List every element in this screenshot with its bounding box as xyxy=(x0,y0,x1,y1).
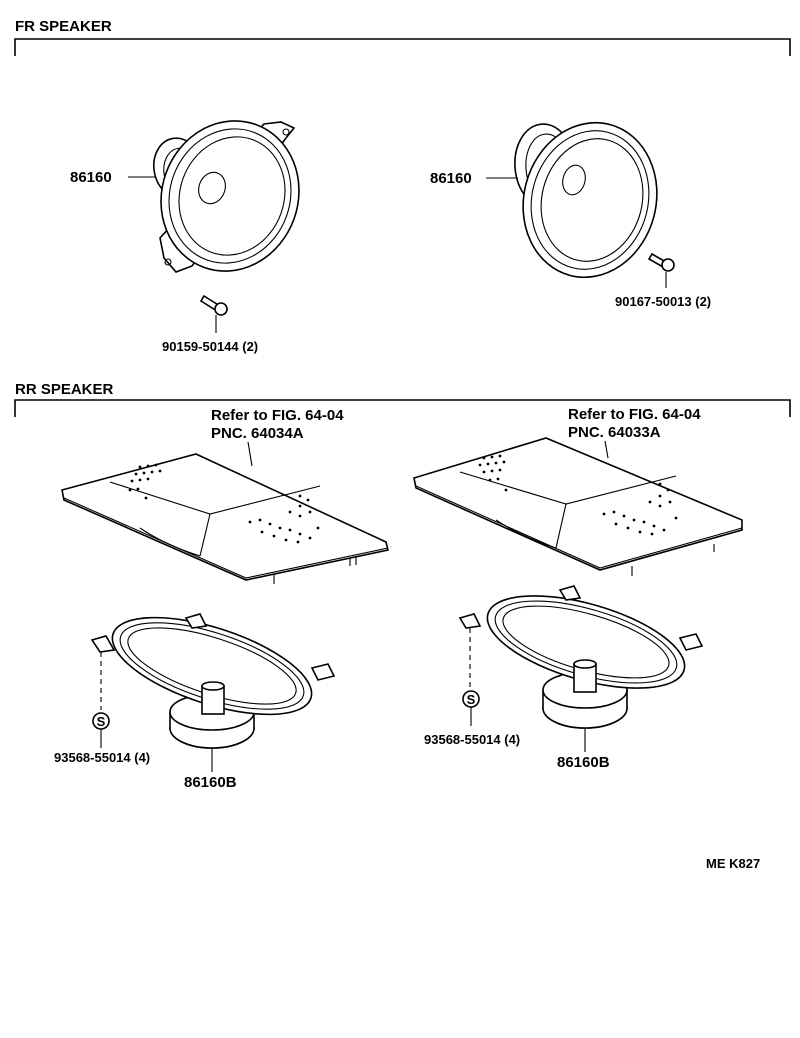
rr-right-reference-line2: PNC. 64033A xyxy=(568,424,661,441)
rr-left-nut-symbol: S xyxy=(92,712,110,730)
rr-left-reference-line2: PNC. 64034A xyxy=(211,425,304,442)
fr-right-speaker-part-number: 86160 xyxy=(430,170,472,187)
fr-left-speaker-drawing xyxy=(152,120,300,273)
front-section-frame xyxy=(14,38,791,56)
front-section-title: FR SPEAKER xyxy=(15,18,112,35)
rr-left-speaker-drawing xyxy=(90,613,336,749)
fr-left-screw-part-number: 90159-50144 (2) xyxy=(162,339,258,354)
rr-left-nut-part-number: 93568-55014 (4) xyxy=(54,750,150,765)
rear-section-frame xyxy=(14,399,791,417)
rr-right-nut-part-number: 93568-55014 (4) xyxy=(424,732,520,747)
rr-right-grille-drawing xyxy=(413,437,743,576)
fr-right-speaker-drawing xyxy=(514,121,658,279)
figure-code: ME K827 xyxy=(706,856,760,871)
rr-right-speaker-part-number: 86160B xyxy=(557,754,610,771)
rear-section-title: RR SPEAKER xyxy=(15,381,114,398)
fr-left-screw-drawing xyxy=(199,294,228,333)
rr-left-reference-line1: Refer to FIG. 64-04 xyxy=(211,407,344,424)
fr-right-screw-drawing xyxy=(647,252,675,288)
rr-left-grille-drawing xyxy=(61,453,389,584)
rr-right-nut-symbol-letter: S xyxy=(467,692,476,707)
rr-left-nut-symbol-letter: S xyxy=(97,714,106,729)
rr-right-reference-line1: Refer to FIG. 64-04 xyxy=(568,406,701,423)
fr-right-screw-part-number: 90167-50013 (2) xyxy=(615,294,711,309)
rr-right-nut-symbol: S xyxy=(462,690,480,708)
rr-right-speaker-drawing xyxy=(458,585,704,729)
fr-left-speaker-part-number: 86160 xyxy=(70,169,112,186)
rr-right-reference-leader xyxy=(604,440,609,459)
rr-left-reference-leader xyxy=(247,441,253,467)
rr-left-speaker-part-number: 86160B xyxy=(184,774,237,791)
